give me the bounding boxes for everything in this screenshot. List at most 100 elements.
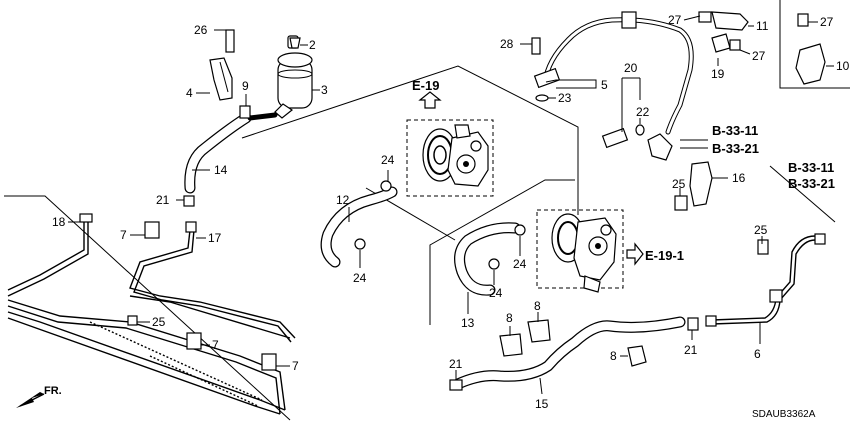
part-label-3: 3: [321, 83, 328, 97]
bolt-25-c: [757, 239, 769, 255]
part-label-19: 19: [711, 67, 725, 81]
pressure-hose-5: [543, 18, 693, 134]
bolt-27-a: [698, 11, 712, 23]
part-label-10: 10: [836, 59, 850, 73]
diagram-code: SDAUB3362A: [752, 409, 816, 420]
bolt-27-b: [729, 39, 741, 51]
clamp-19: [711, 33, 731, 53]
part-label-9: 9: [242, 79, 249, 93]
part-label-12: 12: [336, 193, 350, 207]
part-label-21-c: 21: [449, 357, 463, 371]
hose-15: [453, 317, 685, 389]
part-label-8-c: 8: [610, 349, 617, 363]
part-label-24-b: 24: [353, 271, 367, 285]
hose-end-fitting: [647, 133, 673, 161]
reservoir-bracket: [209, 57, 233, 101]
part-label-25-b: 25: [672, 177, 686, 191]
washer-23: [535, 94, 549, 102]
part-label-24-a: 24: [381, 153, 395, 167]
pressure-hose-5-outer: [542, 17, 694, 135]
hose-14: [185, 113, 251, 193]
hose-12: [321, 187, 397, 267]
bolt-27-c: [797, 13, 809, 27]
ref-b3311-a: B-33-11: [712, 123, 758, 138]
hose-14-neck: [247, 112, 278, 121]
part-label-15: 15: [535, 397, 549, 411]
bracket-16: [689, 161, 713, 207]
part-label-18: 18: [52, 215, 66, 229]
front-arrow-shaft: [19, 393, 45, 407]
clamp-7-a: [144, 221, 160, 239]
part-label-27-a: 27: [668, 13, 682, 27]
bolt-21-b: [687, 317, 699, 331]
bracket-11: [711, 11, 749, 31]
part-label-20: 20: [624, 61, 638, 75]
part-label-13: 13: [461, 316, 475, 330]
frame-line-center: [429, 179, 575, 325]
part-label-26: 26: [194, 23, 208, 37]
hose-13: [455, 223, 520, 295]
part-label-7-b: 7: [212, 338, 219, 352]
part-label-17: 17: [208, 231, 222, 245]
inset-frame-clamp: [779, 0, 850, 89]
part-label-14: 14: [214, 163, 228, 177]
part-label-8-b: 8: [534, 299, 541, 313]
o-ring-22: [635, 124, 645, 136]
part-label-23: 23: [558, 91, 572, 105]
feed-pipe-17: [129, 221, 296, 343]
clamp-8-b: [527, 319, 551, 343]
e19-1-right-arrow: [626, 242, 644, 266]
part-label-28: 28: [500, 37, 514, 51]
part-label-27-b: 27: [752, 49, 766, 63]
clamp-8-a: [499, 333, 523, 357]
clamp-7-c: [261, 353, 277, 371]
ref-b3321-a: B-33-21: [712, 141, 759, 156]
part-label-7-c: 7: [292, 359, 299, 373]
power-steering-pump-top: [422, 124, 489, 187]
bolt-26: [225, 29, 235, 53]
clamp-8-c: [627, 345, 647, 367]
hose-fitting-5: [533, 67, 561, 89]
clip-9: [239, 105, 251, 119]
leader-lines: [68, 15, 836, 395]
part-label-2: 2: [309, 38, 316, 52]
part-label-27-c: 27: [820, 15, 834, 29]
part-label-11: 11: [756, 19, 769, 33]
part-label-7-a: 7: [120, 228, 127, 242]
ref-b3321-b: B-33-21: [788, 176, 835, 191]
part-label-4: 4: [186, 86, 193, 100]
part-label-24-c: 24: [513, 257, 527, 271]
cooler-coil: [89, 321, 263, 407]
bolt-21-c: [449, 379, 463, 391]
bolt-28: [531, 37, 541, 55]
ref-e19: E-19: [412, 78, 439, 93]
part-label-25-c: 25: [754, 223, 768, 237]
clamp-24-b: [354, 238, 366, 250]
fluid-reservoir: [274, 35, 313, 119]
part-label-21-a: 21: [156, 193, 170, 207]
bolt-21-a: [183, 195, 195, 207]
cap-2: [289, 37, 301, 49]
clamp-7-b: [186, 332, 202, 350]
return-pipe-18: [7, 213, 93, 297]
e19-up-arrow: [418, 91, 442, 109]
part-label-21-b: 21: [684, 343, 698, 357]
part-label-16: 16: [732, 171, 746, 185]
front-label: FR.: [44, 385, 62, 397]
ref-b3311-b: B-33-11: [788, 160, 834, 175]
hose-clamp-top: [621, 11, 637, 29]
part-label-24-d: 24: [489, 286, 503, 300]
ref-e19-1: E-19-1: [645, 248, 684, 263]
clamp-24-c: [514, 224, 526, 236]
clamp-24-a: [380, 180, 392, 192]
power-steering-pump-bottom: [551, 213, 617, 293]
frame-line-pump: [241, 65, 579, 215]
pump-dashed-box-top: [406, 119, 494, 197]
part-label-6: 6: [754, 347, 761, 361]
bolt-25-a: [127, 315, 138, 326]
pump-dashed-box-bottom: [536, 209, 624, 289]
pipe-6: [705, 233, 826, 327]
union-20: [601, 127, 629, 149]
